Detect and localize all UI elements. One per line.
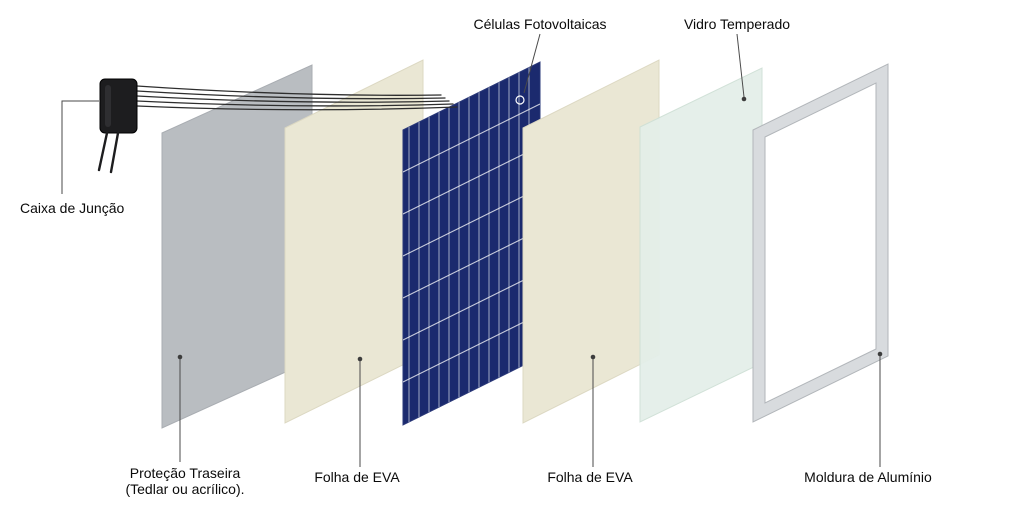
leader-lines [61,33,883,467]
label-eva-left: Folha de EVA [314,469,400,485]
leader-dot-glass [741,96,747,102]
label-cells: Células Fotovoltaicas [473,16,606,32]
leader-dot-frame [877,351,883,357]
leader-dot-eva-right [590,354,596,360]
junction-box-cables [97,131,120,174]
label-tempered-glass: Vidro Temperado [684,16,790,32]
pv-cells-layer [402,61,541,426]
leader-dot-eva-left [357,356,363,362]
labels: Células Fotovoltaicas Vidro Temperado Ca… [20,16,932,497]
junction-box-highlight [105,85,111,127]
pv-cells-grid-lines [403,62,540,425]
pv-cells-marker-circle [515,95,525,105]
leader-glass [736,33,745,98]
junction-box [97,78,138,174]
leader-junction-box [61,100,99,194]
label-junction-box: Caixa de Junção [20,200,125,216]
label-eva-right: Folha de EVA [547,469,633,485]
aluminum-frame [752,63,889,423]
label-back-protection-line2: (Tedlar ou acrílico). [125,481,244,497]
leader-dot-backsheet [177,354,183,360]
eva-sheet-right [522,59,660,424]
junction-wires [136,85,458,111]
label-back-protection-line1: Proteção Traseira [130,465,241,481]
tempered-glass-layer [639,67,763,423]
pv-cells-panel [402,61,541,426]
label-aluminum-frame: Moldura de Alumínio [804,469,932,485]
leader-cells [523,33,541,94]
